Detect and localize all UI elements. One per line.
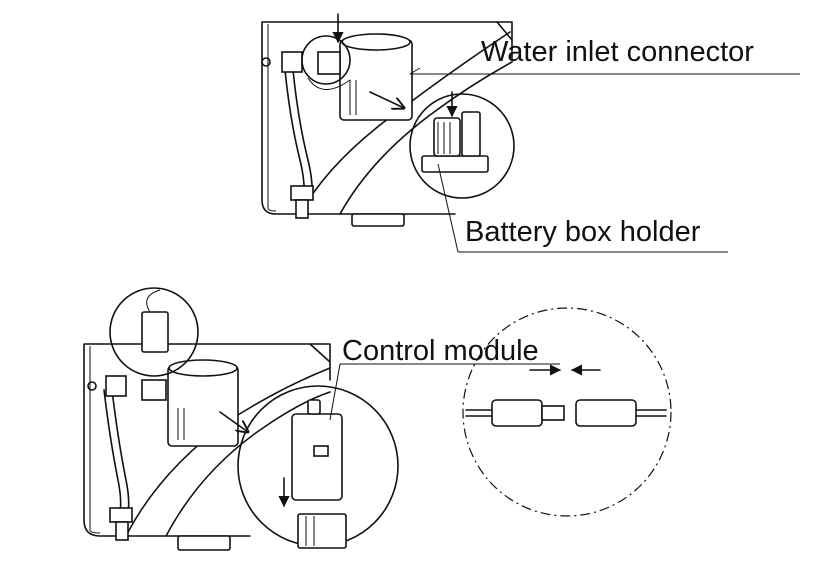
connector-plug-zoom	[462, 307, 672, 517]
top-tank-figure	[261, 13, 513, 227]
bottom-tank-figure	[83, 287, 331, 551]
bottom-leader-line	[329, 363, 560, 421]
water-inlet-connector-label: Water inlet connector	[481, 36, 754, 68]
battery-holder-zoom	[409, 91, 515, 199]
top-leader-lines	[409, 67, 800, 253]
control-module-zoom	[237, 385, 399, 549]
battery-box-holder-label: Battery box holder	[465, 216, 701, 248]
control-module-label: Control module	[342, 335, 539, 367]
